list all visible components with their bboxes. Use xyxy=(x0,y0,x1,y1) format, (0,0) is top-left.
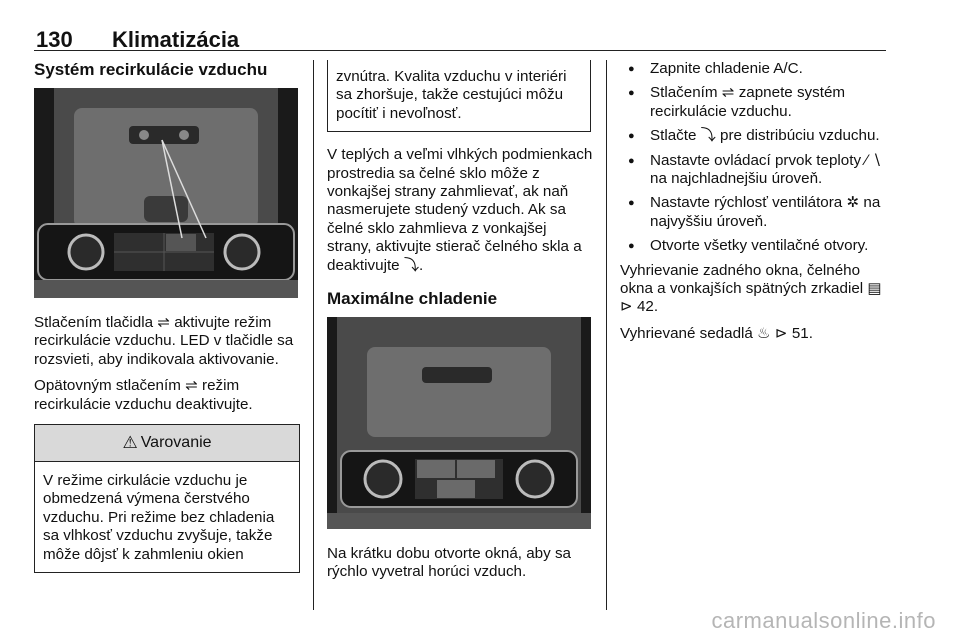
warning-continuation: zvnútra. Kvalita vzduchu v interiéri sa … xyxy=(327,60,591,133)
climate-panel-photo-2 xyxy=(327,317,591,530)
column-divider-2 xyxy=(606,60,607,610)
max-cooling-paragraph: Na krátku dobu otvorte okná, aby sa rých… xyxy=(327,545,571,581)
column-2: zvnútra. Kvalita vzduchu v interiéri sa … xyxy=(327,60,593,590)
section-title-max-cooling: Maximálne chladenie xyxy=(327,289,498,309)
header-rule xyxy=(34,50,886,51)
max-cooling-steps: Zapnite chladenie A/C. Stlačením ⇌ zapne… xyxy=(620,60,886,256)
watermark: carmanualsonline.info xyxy=(711,608,936,633)
list-item: Zapnite chladenie A/C. xyxy=(620,60,886,79)
section-title-recirculation: Systém recirkulácie vzduchu xyxy=(34,60,268,79)
climate-panel-illustration xyxy=(34,88,298,298)
climate-panel-illustration-2 xyxy=(327,317,591,530)
column-1: Systém recirkulácie vzduchu Stlačením tl… xyxy=(34,60,300,574)
list-item: Stlačením ⇌ zapnete systém recirkulácie … xyxy=(620,84,886,121)
recirc-paragraph-1: Stlačením tlačidla ⇌ aktivujte režim rec… xyxy=(34,314,294,368)
fog-paragraph: V teplých a veľmi vlhkých podmienkach pr… xyxy=(327,146,593,274)
list-item: Otvorte všetky ventilačné otvory. xyxy=(620,237,886,256)
chapter-title: Klimatizácia xyxy=(112,27,240,52)
page-header: 130 Klimatizácia xyxy=(34,14,886,52)
climate-panel-photo xyxy=(34,88,298,298)
warning-header: ⚠ Varovanie xyxy=(35,425,299,463)
warning-box: ⚠ Varovanie V režime cirkulácie vzduchu … xyxy=(34,424,300,574)
rear-window-paragraph: Vyhrievanie zadného okna, čelného okna a… xyxy=(620,261,882,316)
warning-triangle-icon: ⚠ xyxy=(122,433,138,453)
warning-text: V režime cirkulácie vzduchu je obmedzená… xyxy=(43,472,275,563)
column-divider-1 xyxy=(313,60,314,610)
list-item: Stlačte ⤵ pre distribúciu vzduchu. xyxy=(620,127,886,146)
warning-title: Varovanie xyxy=(140,434,212,452)
list-item: Nastavte rýchlosť ventilátora ✲ na najvy… xyxy=(620,194,886,231)
column-3: Zapnite chladenie A/C. Stlačením ⇌ zapne… xyxy=(620,60,886,351)
list-item: Nastavte ovládací prvok teploty ∕ ∖ na n… xyxy=(620,152,886,189)
recirc-paragraph-2: Opätovným stlačením ⇌ režim recirkulácie… xyxy=(34,377,253,413)
heated-seats-paragraph: Vyhrievané sedadlá ♨ ⊳ 51. xyxy=(620,324,813,342)
page-number: 130 xyxy=(36,27,73,52)
